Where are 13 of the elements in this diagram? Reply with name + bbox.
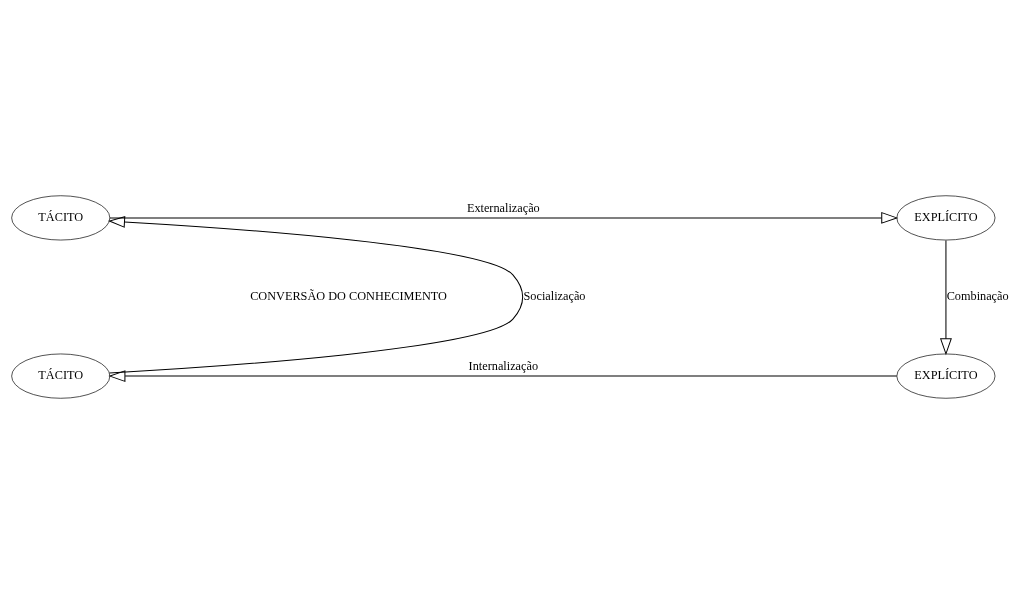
edge-label: Socialização [523,288,586,303]
node-ellipse: EXPLÍCITO [896,194,996,240]
node-ellipse: TÁCITO [11,194,111,240]
edge-label: Externalização [466,200,540,215]
node-ellipse: EXPLÍCITO [896,353,996,399]
arrow [108,369,898,382]
node-ellipse: TÁCITO [11,353,111,399]
edge-label: Combinação [946,288,1009,303]
label: CONVERSÃO DO CONHECIMENTO [250,288,447,303]
arrow [939,239,952,355]
arrow [107,215,524,373]
arrow [109,211,899,224]
edge-label: Internalização [468,358,539,373]
